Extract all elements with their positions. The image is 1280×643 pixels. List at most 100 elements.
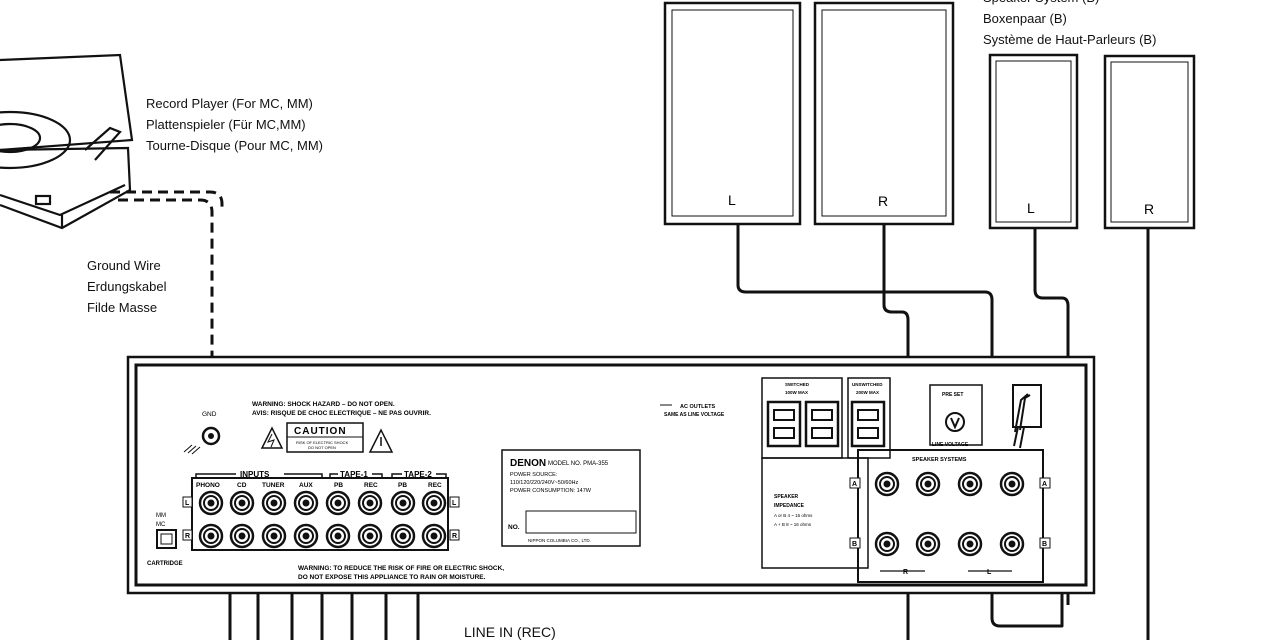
svg-text:SPEAKER: SPEAKER	[774, 494, 799, 500]
rca-jack-left-1	[229, 490, 255, 516]
jack-label-tape2-pb: PB	[398, 482, 407, 489]
speaker-terminal-b-1	[915, 531, 941, 557]
svg-text:IMPEDANCE: IMPEDANCE	[774, 503, 805, 509]
svg-text:200W MAX: 200W MAX	[856, 390, 879, 395]
jack-label-phono: PHONO	[196, 482, 220, 489]
svg-text:NO.: NO.	[508, 524, 520, 531]
tape1-label: TAPE-1	[340, 470, 368, 479]
inputs-label: INPUTS	[240, 470, 270, 479]
svg-text:RISK OF ELECTRIC SHOCK: RISK OF ELECTRIC SHOCK	[296, 440, 349, 445]
jack-label-tape1-rec: REC	[364, 482, 378, 489]
svg-text:POWER SOURCE:: POWER SOURCE:	[510, 472, 558, 478]
svg-text:A or B 4 ~ 16 ohms: A or B 4 ~ 16 ohms	[774, 513, 813, 518]
ground-wire-caption: Ground Wire Erdungskabel Filde Masse	[87, 255, 167, 318]
speaker-terminal-a-2	[957, 471, 983, 497]
svg-text:CARTRIDGE: CARTRIDGE	[147, 561, 183, 567]
speaker-system-b-caption: Speaker System (B) Boxenpaar (B) Système…	[983, 0, 1156, 50]
warning-text-1: WARNING: SHOCK HAZARD – DO NOT OPEN.	[252, 401, 395, 408]
svg-text:LINE VOLTAGE: LINE VOLTAGE	[932, 442, 969, 448]
record-player-en: Record Player (For MC, MM)	[146, 96, 313, 111]
ac-socket-1	[804, 400, 840, 448]
rating-plate: DENON MODEL NO. PMA-355 POWER SOURCE: 11…	[501, 449, 641, 547]
jack-label-cd: CD	[237, 482, 247, 489]
record-player-de: Plattenspieler (Für MC,MM)	[146, 117, 306, 132]
ac-outlets-label: AC OUTLETS	[680, 404, 715, 410]
svg-text:CAUTION: CAUTION	[294, 426, 347, 437]
tape2-label: TAPE-2	[404, 470, 432, 479]
ac-socket-slot-0-0	[773, 409, 795, 421]
ac-socket-slot-2-0	[857, 409, 879, 421]
speaker-a-left-label: L	[728, 192, 736, 208]
gnd-terminal: GND	[183, 411, 221, 455]
ac-socket-slot-1-1	[811, 427, 833, 439]
speaker-terminal-block: SPEAKER SYSTEMS	[857, 449, 1044, 583]
speaker-terminal-a-1	[915, 471, 941, 497]
rca-jack-block	[191, 477, 449, 551]
ac-socket-slot-0-1	[773, 427, 795, 439]
rca-jack-left-2	[261, 490, 287, 516]
speaker-terminal-b-3	[999, 531, 1025, 557]
terminal-a-left: A	[852, 481, 857, 488]
rca-right-marker-2: R	[452, 533, 457, 540]
rca-jack-left-3	[293, 490, 319, 516]
brand-logo: DENON	[510, 458, 546, 469]
ground-wire-en: Ground Wire	[87, 258, 161, 273]
speaker-b-left-label: L	[1027, 200, 1035, 216]
ac-socket-2	[850, 400, 886, 448]
rca-right-marker: R	[185, 533, 190, 540]
svg-text:SWITCHED: SWITCHED	[785, 382, 810, 387]
rca-jack-left-7	[421, 490, 447, 516]
rca-jack-right-1	[229, 523, 255, 549]
speaker-system-b-fr: Système de Haut-Parleurs (B)	[983, 32, 1157, 47]
terminal-a-right: A	[1042, 481, 1047, 488]
speaker-a-left: L	[663, 1, 802, 226]
rca-jack-right-5	[357, 523, 383, 549]
speaker-a-right: R	[813, 1, 955, 226]
ground-wire	[110, 190, 224, 428]
svg-text:NIPPON COLUMBIA CO., LTD.: NIPPON COLUMBIA CO., LTD.	[528, 538, 591, 543]
speaker-terminal-a-3	[999, 471, 1025, 497]
rca-left-marker: L	[185, 500, 190, 507]
jack-label-tape2-rec: REC	[428, 482, 442, 489]
speaker-terminal-b-2	[957, 531, 983, 557]
rca-jacks	[198, 490, 447, 549]
record-player-icon	[0, 53, 134, 230]
jack-label-tuner: TUNER	[262, 482, 285, 489]
record-player-caption: Record Player (For MC, MM) Plattenspiele…	[146, 93, 323, 156]
rca-jack-right-7	[421, 523, 447, 549]
speaker-impedance-info: SPEAKER IMPEDANCE A or B 4 ~ 16 ohms A +…	[761, 457, 869, 569]
rca-jack-right-0	[198, 523, 224, 549]
speaker-b-right: R	[1103, 54, 1196, 230]
terminal-b-right: B	[1042, 541, 1047, 548]
cartridge-switch[interactable]: MM MC CARTRIDGE	[147, 513, 183, 567]
rca-jack-left-0	[198, 490, 224, 516]
rca-jack-right-2	[261, 523, 287, 549]
speaker-terminals	[874, 471, 1025, 557]
svg-text:MM: MM	[156, 513, 166, 519]
svg-text:DO NOT OPEN: DO NOT OPEN	[308, 445, 336, 450]
caution-label: CAUTION RISK OF ELECTRIC SHOCK DO NOT OP…	[260, 422, 394, 453]
rca-jack-left-4	[325, 490, 351, 516]
jack-label-aux: AUX	[299, 482, 313, 489]
speaker-b-left: L	[988, 53, 1079, 230]
warning-text-2: AVIS: RISQUE DE CHOC ELECTRIQUE – NE PAS…	[252, 410, 431, 417]
ac-socket-0	[766, 400, 802, 448]
ac-socket-slot-1-0	[811, 409, 833, 421]
speaker-b-right-label: R	[1144, 201, 1154, 217]
svg-text:PRE SET: PRE SET	[942, 392, 963, 398]
terminal-b-left: B	[852, 541, 857, 548]
rca-jack-right-6	[390, 523, 416, 549]
ac-sockets	[766, 400, 886, 448]
svg-text:110/120/220/240V~50/60Hz: 110/120/220/240V~50/60Hz	[510, 480, 578, 486]
rca-jack-left-5	[357, 490, 383, 516]
record-player-fr: Tourne-Disque (Pour MC, MM)	[146, 138, 323, 153]
ground-wire-fr: Filde Masse	[87, 300, 158, 315]
rca-left-marker-2: L	[452, 500, 457, 507]
speaker-system-b-de: Boxenpaar (B)	[983, 11, 1067, 26]
svg-text:UNSWITCHED: UNSWITCHED	[852, 382, 883, 387]
speaker-terminal-a-0	[874, 471, 900, 497]
rca-jack-right-4	[325, 523, 351, 549]
speaker-a-right-label: R	[878, 193, 888, 209]
rca-jack-right-3	[293, 523, 319, 549]
svg-text:GND: GND	[202, 411, 217, 418]
